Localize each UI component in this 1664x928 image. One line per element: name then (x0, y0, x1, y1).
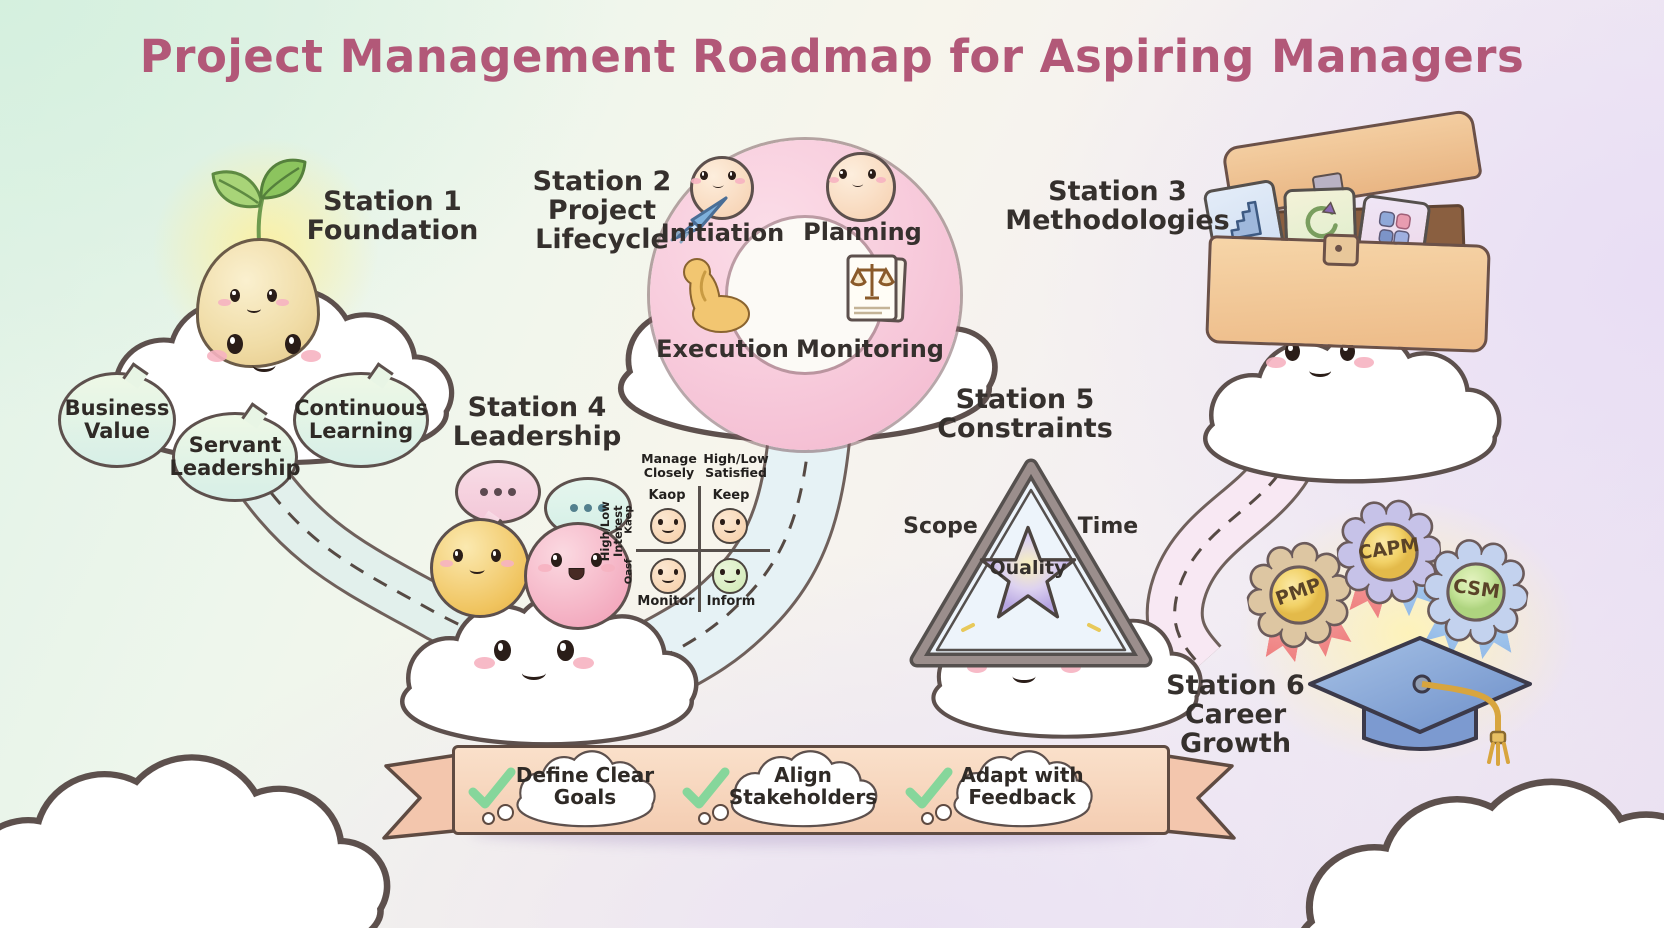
matrix-face-4 (712, 558, 748, 594)
graduation-cap-icon (1308, 636, 1532, 766)
badge-csm: CSM (1417, 533, 1534, 650)
badge-capm-rosette-icon (1333, 496, 1444, 607)
phase-execution: Execution (656, 335, 789, 363)
constraint-time-label: Time (1077, 514, 1139, 539)
paper-plane-icon (670, 196, 728, 244)
matrix-cell-bottom-left-label: Monitor (637, 594, 695, 609)
checkmark-icon-2 (682, 767, 730, 809)
matrix-col-header-1: Manage Closely (641, 451, 697, 480)
station4-title: Station 4 Leadership (452, 392, 622, 452)
station5-title: Station 5 Constraints (937, 384, 1113, 444)
bubble-dot (698, 812, 711, 825)
planning-character (826, 152, 896, 222)
leader-pink-face (537, 552, 616, 589)
matrix-face-3 (650, 558, 686, 594)
phase-initiation: Initiation (660, 219, 785, 247)
card-waterfall: Waterfall (1202, 178, 1292, 296)
chest-front-clasp (1322, 233, 1360, 267)
station3-title: Station 3 Methodologies (1005, 176, 1230, 236)
bubble-dot (921, 812, 934, 825)
waterfall-steps-icon (1230, 200, 1262, 240)
stakeholder-matrix: Manage Closely High/Low Satisfied High/L… (598, 448, 772, 620)
flexed-arm-icon (683, 258, 750, 333)
page-title: Project Management Roadmap for Aspiring … (139, 30, 1525, 83)
matrix-row-axis-label: High/Low Interest (597, 501, 625, 562)
matrix-face-1 (650, 508, 686, 544)
matrix-cell-top-left-label: Kaop (648, 488, 686, 503)
bubble-dot (497, 804, 514, 821)
road-station2-to-station4 (637, 404, 854, 697)
quality-star-icon (979, 525, 1077, 619)
checkmark-icon-1 (468, 767, 516, 809)
matrix-cell-top-right-label: Keep (712, 488, 750, 503)
cloud1-face (207, 332, 321, 386)
station2-title: Station 2 Project Lifecycle (532, 166, 672, 255)
treasure-chest: Waterfall Agile Hybrid (1195, 108, 1495, 358)
bubble-dot (482, 812, 495, 825)
matrix-col-header-2: High/Low Satisfied (703, 451, 769, 480)
sprout-face (218, 288, 289, 322)
station1-title: Station 1 Foundation (306, 186, 479, 246)
constraint-quality-label: Quality (989, 557, 1067, 579)
sprout-leaves-icon (211, 158, 307, 258)
planning-character-face (829, 168, 886, 195)
phase-planning: Planning (803, 218, 922, 246)
badge-pmp-rosette-icon (1239, 535, 1359, 655)
matrix-row2-label: Oasf (623, 558, 635, 585)
badge-capm: CAPM (1333, 496, 1444, 607)
principle-adapt-with-feedback: Adapt with Feedback (960, 763, 1084, 809)
badge-pmp: PMP (1239, 535, 1359, 655)
scales-document-icon (846, 254, 907, 323)
matrix-horizontal-line (636, 549, 770, 552)
constraint-scope-label: Scope (903, 514, 978, 539)
bubble-dot (935, 804, 952, 821)
matrix-row1-label: Kaep (623, 505, 635, 534)
matrix-face-2 (712, 508, 748, 544)
leader-yellow-face (440, 548, 514, 583)
phase-monitoring: Monitoring (796, 335, 944, 363)
corner-cloud-bottom-right (1268, 772, 1664, 928)
station6-title: Station 6 Career Growth (1166, 670, 1305, 759)
initiation-character (690, 156, 754, 220)
cloud4-face (473, 638, 595, 696)
checkmark-icon-3 (905, 767, 953, 809)
initiation-character-face (691, 170, 745, 196)
principle-align-stakeholders: Align Stakeholders (728, 763, 878, 809)
corner-cloud-bottom-left (0, 748, 410, 928)
badge-csm-rosette-icon (1417, 533, 1534, 650)
principle-define-clear-goals: Define Clear Goals (515, 763, 655, 809)
constraints-triangle (909, 458, 1153, 668)
bubble-dot (712, 804, 729, 821)
speech-bubble-pink (455, 460, 541, 524)
matrix-cell-bottom-right-label: Inform (706, 594, 756, 609)
